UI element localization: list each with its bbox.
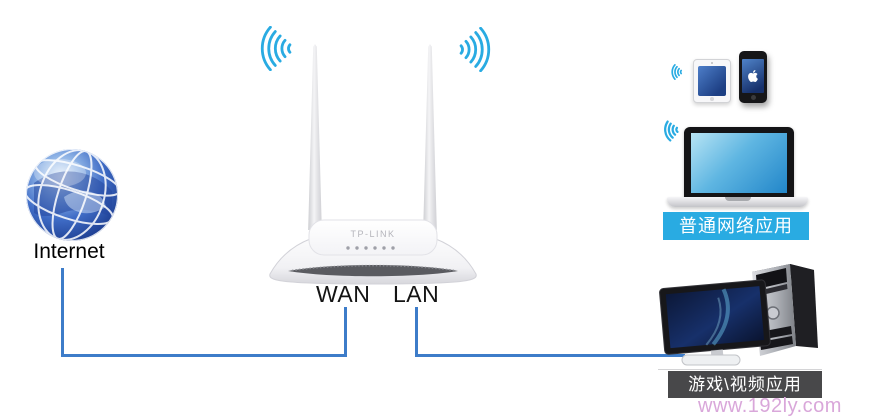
router-antenna-right-icon: [423, 44, 437, 230]
tablet-icon: [693, 59, 731, 103]
internet-label: Internet: [33, 240, 105, 263]
smartphone-icon: [739, 51, 767, 103]
wifi-waves-right-icon: [459, 27, 491, 72]
wifi-waves-left-icon: [260, 26, 292, 71]
wireless-apps-banner: 普通网络应用: [663, 212, 809, 240]
phone-home-button-icon: [750, 95, 756, 100]
divider-line: [658, 369, 822, 370]
watermark-text: www.192ly.com: [698, 395, 842, 417]
router-antenna-left-icon: [308, 44, 322, 230]
internet-globe-icon: [26, 149, 118, 241]
cable-wan-vertical: [344, 307, 347, 357]
tablet-camera-icon: [711, 62, 713, 64]
lan-port-label: LAN: [393, 281, 440, 307]
cable-internet-vertical: [61, 268, 64, 357]
router-icon: TP-LINK: [269, 219, 477, 285]
laptop-screen: [691, 133, 787, 193]
router-brand-label: TP-LINK: [350, 229, 395, 239]
laptop-icon: [684, 127, 794, 198]
desktop-pc-icon: [659, 264, 818, 366]
wan-port-label: WAN: [316, 281, 371, 307]
wired-apps-banner: 游戏\视频应用: [668, 371, 822, 398]
tablet-screen: [698, 66, 726, 96]
cable-lan-to-pc: [415, 354, 685, 357]
cable-lan-vertical: [415, 307, 418, 357]
laptop-base: [667, 197, 808, 207]
apple-logo-icon: [748, 70, 758, 83]
cable-internet-to-wan: [61, 354, 347, 357]
tablet-home-button-icon: [710, 97, 714, 101]
wifi-icon-laptop: [664, 120, 679, 142]
laptop-notch: [724, 197, 751, 201]
wifi-icon-mobile: [671, 64, 683, 80]
phone-screen: [742, 59, 764, 93]
